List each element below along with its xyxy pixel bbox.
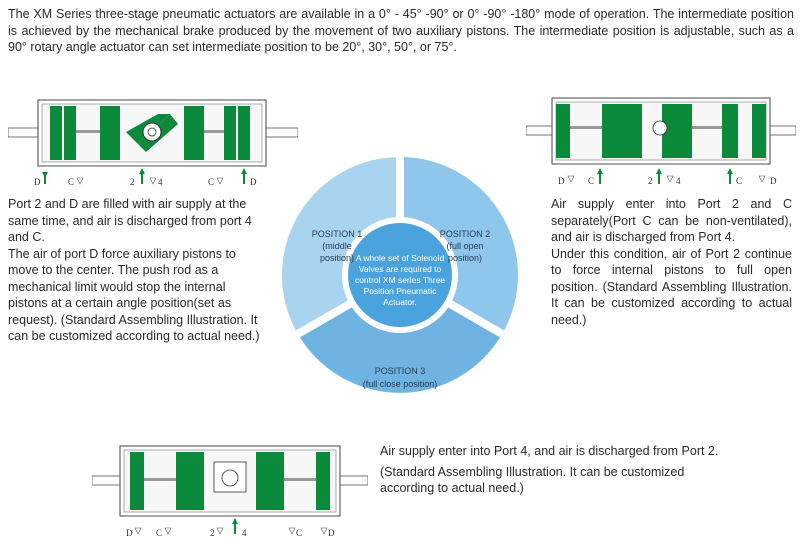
port-2-label: 2 (648, 176, 653, 186)
description-line: The air of port D force auxiliary piston… (8, 246, 260, 344)
port-c-label: C (156, 528, 162, 538)
actuator-diagram-position-3: D C 2 4 C D (92, 445, 368, 538)
position-3-sub: (full close position) (363, 379, 438, 389)
port-d-label: D (558, 176, 565, 186)
position-1-title: POSITION 1 (312, 229, 363, 239)
port-c-label: C (68, 177, 74, 187)
description-line: Air supply enter into Port 4, and air is… (380, 444, 719, 458)
core-text-line: control XM series Three (355, 275, 445, 285)
port-d-label: D (250, 177, 257, 187)
port-4-label: 4 (242, 528, 247, 538)
position-1-sub: position) (320, 253, 354, 263)
position-1-description: Port 2 and D are filled with air supply … (8, 196, 264, 345)
position-2-sub: (full open (446, 241, 483, 251)
port-d-label: D (328, 528, 335, 538)
core-text-line: A whole set of Solenoid (356, 253, 445, 263)
port-4-label: 4 (158, 177, 163, 187)
position-1-sub: (middle (322, 241, 352, 251)
port-d-label: D (770, 176, 777, 186)
description-line: Air supply enter into Port 2 and C separ… (551, 197, 792, 244)
description-line: Port 2 and D are filled with air supply … (8, 197, 252, 244)
port-c-label: C (588, 176, 594, 186)
position-3-title: POSITION 3 (375, 366, 426, 376)
core-text-line: Actuator. (383, 297, 417, 307)
actuator-diagram-position-1: D C 2 4 C D (8, 99, 298, 187)
position-3-description: Air supply enter into Port 4, and air is… (380, 443, 720, 497)
port-c-label: C (736, 176, 742, 186)
port-d-label: D (126, 528, 133, 538)
core-text-line: Valves are required to (359, 264, 442, 274)
description-line: (Standard Assembling Illustration. It ca… (380, 464, 685, 496)
intro-paragraph: The XM Series three-stage pneumatic actu… (8, 7, 794, 54)
description-line: Under this condition, air of Port 2 cont… (551, 246, 792, 327)
position-2-title: POSITION 2 (440, 229, 491, 239)
actuator-diagram-position-2: D C 2 4 C D (526, 97, 796, 186)
position-cycle-diagram: POSITION 1 (middle position) POSITION 2 … (282, 155, 518, 393)
port-2-label: 2 (210, 528, 215, 538)
port-4-label: 4 (676, 176, 681, 186)
port-c-label: C (296, 528, 302, 538)
port-2-label: 2 (130, 177, 135, 187)
core-text-line: Position Pneumatic (364, 286, 438, 296)
port-c-label: C (208, 177, 214, 187)
position-2-sub: position) (448, 253, 482, 263)
port-d-label: D (34, 177, 41, 187)
position-2-description: Air supply enter into Port 2 and C separ… (551, 196, 792, 328)
